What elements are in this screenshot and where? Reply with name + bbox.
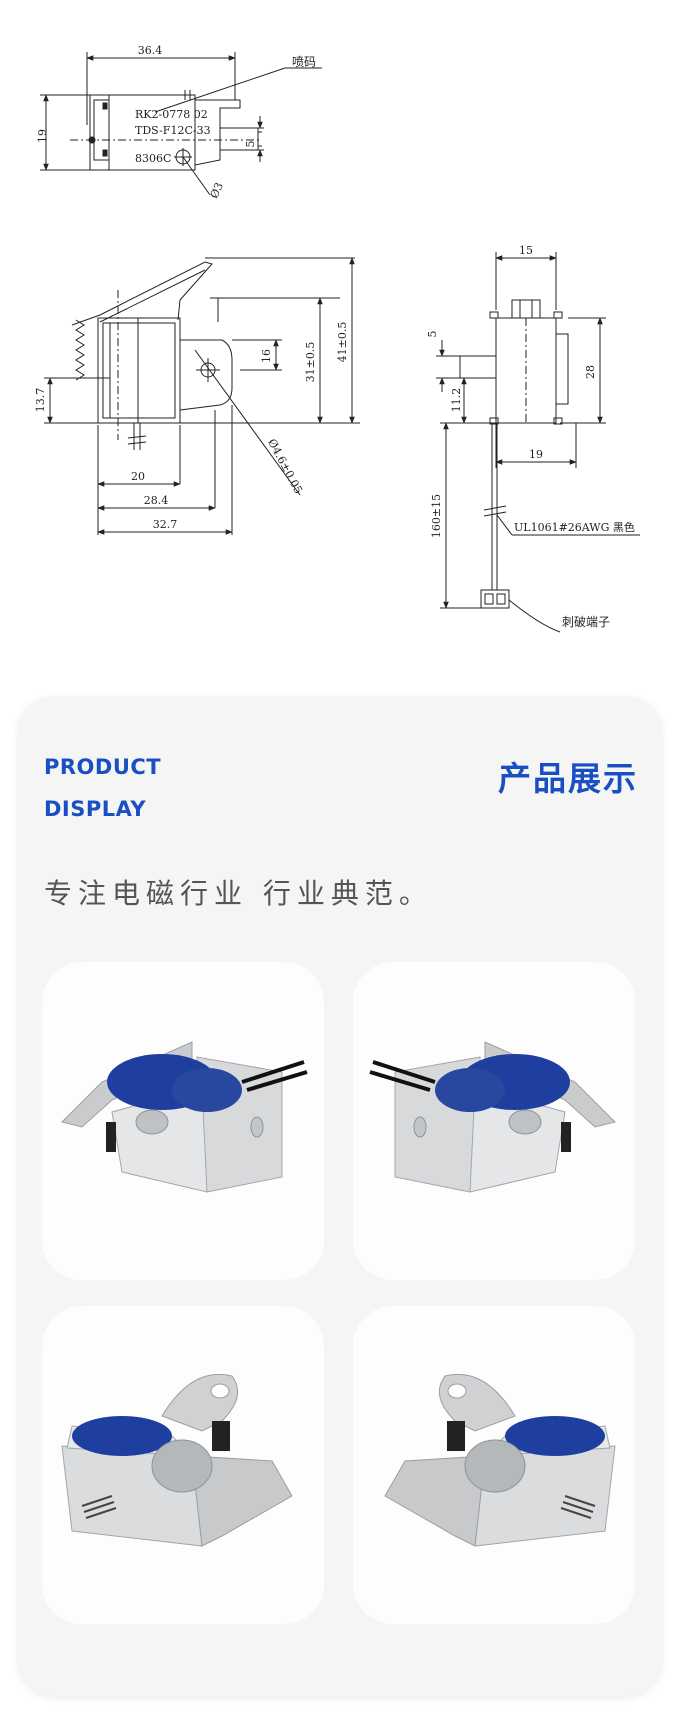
english-title-line-2: DISPLAY	[44, 797, 147, 821]
dim-32-7: 32.7	[153, 518, 178, 531]
solenoid-photo-front-right	[353, 962, 635, 1280]
solenoid-photo-back-right	[353, 1306, 635, 1624]
dim-13-7: 13.7	[34, 388, 47, 413]
dim-28: 28	[584, 365, 597, 379]
chinese-title: 产品展示	[498, 759, 638, 798]
end-view-drawing	[436, 252, 640, 633]
dim-16: 16	[260, 349, 273, 363]
dim-28-4: 28.4	[144, 494, 169, 507]
product-display-card: PRODUCT DISPLAY 产品展示 专注电磁行业 行业典范。	[18, 696, 662, 1696]
dim-41: 41±0.5	[336, 322, 349, 363]
dim-11-2: 11.2	[450, 388, 463, 413]
technical-drawings: 36.4 19 5 Ø3 RK2-0778 02 TDS-F12C-33 830…	[0, 0, 680, 680]
label-print: 喷码	[292, 55, 316, 69]
dim-5: 5	[244, 141, 257, 148]
terminal-label: 刺破端子	[562, 614, 610, 629]
wire-label: UL1061#26AWG 黑色	[514, 520, 635, 534]
dim-19-end: 19	[529, 448, 543, 461]
marking-line-3: 8306C	[135, 152, 171, 165]
top-view-cn-label: 喷码	[292, 55, 316, 69]
marking-line-2: TDS-F12C-33	[135, 124, 211, 137]
end-view-cn-label: 刺破端子	[562, 614, 610, 629]
dim-hole-4-6: Ø4.6±0.05	[265, 437, 305, 496]
solenoid-photo-front-left	[42, 962, 324, 1280]
end-view-labels: 15 5 28 11.2 19 160±15 UL1061#26AWG 黑色	[426, 244, 635, 538]
dim-5-end: 5	[426, 331, 439, 338]
dim-36-4: 36.4	[138, 44, 163, 57]
dim-hole-3: Ø3	[208, 181, 227, 201]
side-view-drawing	[44, 257, 360, 535]
dim-lead-160: 160±15	[430, 494, 443, 538]
marking-line-1: RK2-0778 02	[135, 108, 208, 121]
top-view-drawing	[40, 52, 322, 196]
top-view-labels: 36.4 19 5 Ø3 RK2-0778 02 TDS-F12C-33 830…	[36, 44, 257, 201]
dim-19: 19	[36, 129, 49, 143]
dim-15: 15	[519, 244, 533, 257]
dim-31: 31±0.5	[304, 342, 317, 383]
slogan: 专注电磁行业 行业典范。	[44, 877, 433, 910]
english-title-line-1: PRODUCT	[44, 755, 162, 779]
solenoid-photo-back-left	[42, 1306, 324, 1624]
dim-20: 20	[131, 470, 145, 483]
english-title: PRODUCT DISPLAY	[44, 746, 161, 830]
